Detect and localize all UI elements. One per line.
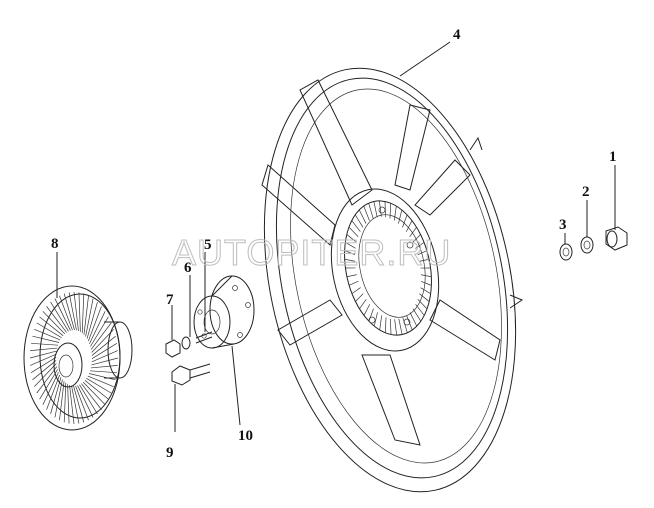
callout-5: 5 [204, 237, 212, 253]
bolt-part-9 [171, 363, 211, 386]
callout-2: 2 [582, 184, 590, 200]
watermark: AUTOPITER.RU [172, 232, 451, 273]
clutch-fins [29, 291, 119, 425]
leader-lines [56, 41, 616, 432]
adapter-part-10 [193, 275, 255, 349]
hub-ribs [344, 200, 432, 336]
callout-4: 4 [453, 27, 461, 43]
fan-clutch-part-8 [23, 285, 133, 431]
stud-part-5 [195, 331, 213, 344]
fan-assembly [261, 67, 524, 493]
callouts: 1 2 3 4 5 6 7 8 9 10 [51, 27, 617, 461]
callout-1: 1 [609, 149, 617, 165]
callout-8: 8 [51, 236, 59, 252]
nut-part-1 [605, 226, 628, 251]
washer-part-6 [181, 336, 191, 350]
callout-7: 7 [166, 292, 174, 308]
callout-3: 3 [559, 217, 567, 233]
nut-part-7 [165, 339, 181, 358]
washer-part-2 [580, 236, 594, 254]
washer-part-3 [559, 243, 573, 261]
callout-6: 6 [184, 260, 192, 276]
callout-10: 10 [238, 428, 253, 444]
callout-9: 9 [166, 445, 174, 461]
